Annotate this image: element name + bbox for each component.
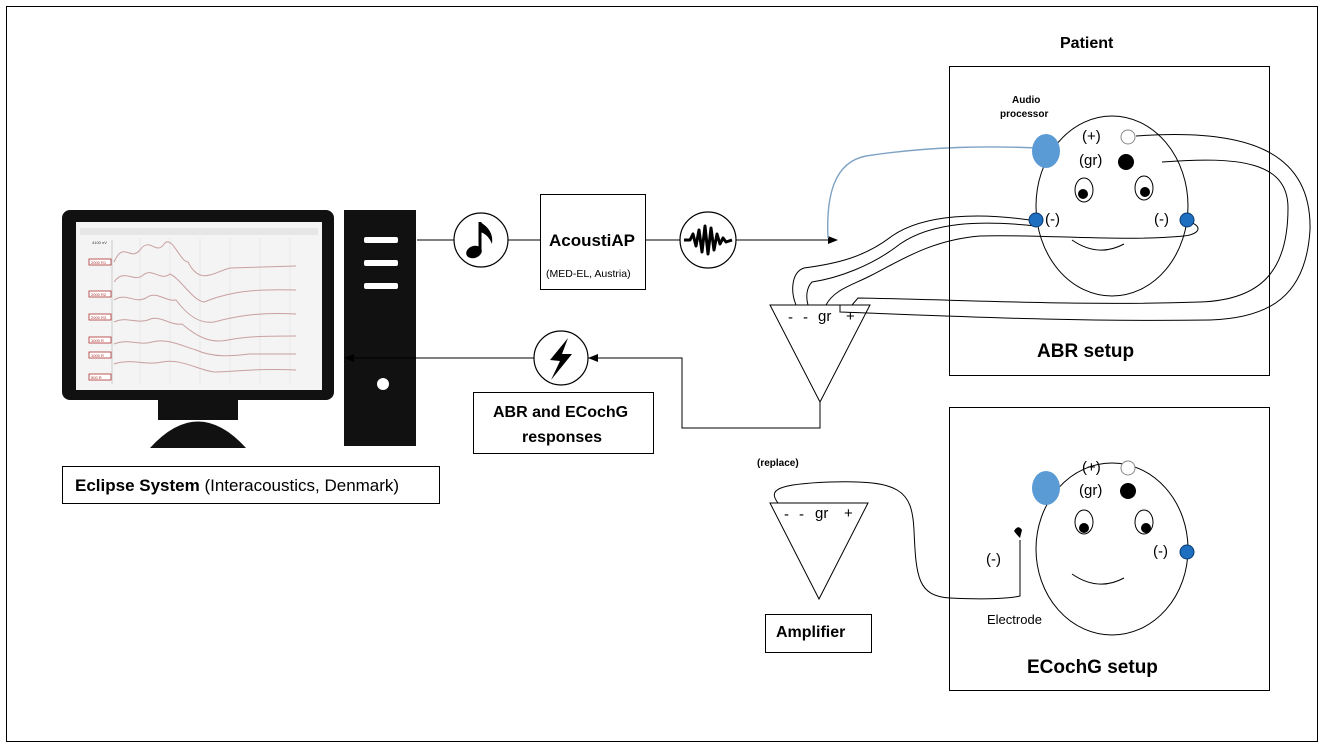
abr-setup-box [949, 66, 1270, 376]
amplitude-label: 4100 nV [92, 240, 107, 245]
acoustiap-maker: (MED-EL, Austria) [546, 268, 631, 280]
lightning-icon [533, 330, 589, 386]
ecochg-electrode-wire [773, 481, 1021, 600]
amplifier-triangle-bottom [769, 502, 869, 601]
amp-bottom-pin-minus-2: - [799, 506, 804, 523]
row-label: 2000 R2 [91, 292, 107, 297]
eclipse-system-maker: (Interacoustics, Denmark) [199, 476, 400, 495]
abr-gr-label: (gr) [1079, 152, 1103, 169]
monitor [62, 210, 334, 448]
amp-bottom-pin-gr: gr [815, 505, 829, 522]
audio-processor-label-2: processor [1000, 109, 1049, 120]
responses-box [473, 392, 654, 454]
responses-line-2: responses [522, 429, 603, 446]
figure-frame [6, 6, 1318, 742]
abr-plus-label: (+) [1082, 128, 1101, 145]
abr-setup-title: ABR setup [1037, 341, 1135, 362]
ecochg-setup-box [949, 407, 1270, 691]
row-label: 2000 R3 [91, 315, 107, 320]
connection-wires [348, 239, 836, 429]
amplifier-triangle-top [769, 304, 871, 404]
row-label: 500 R [91, 375, 102, 380]
responses-line-1: ABR and ECochG [493, 404, 629, 421]
amp-bottom-pin-plus: + [844, 505, 853, 522]
abr-electrodes [1028, 129, 1195, 228]
eclipse-system-label: Eclipse System (Interacoustics, Denmark) [75, 476, 399, 496]
amplifier-box [765, 614, 872, 653]
waveform-icon [679, 211, 737, 269]
amp-top-pin-gr: gr [818, 308, 832, 325]
replace-label: (replace) [757, 458, 799, 469]
amp-bottom-pin-minus-1: - [784, 506, 789, 523]
amp-top-pin-plus: + [846, 308, 855, 325]
computer-tower [344, 210, 416, 446]
ecochg-setup-title: ECochG setup [1027, 657, 1158, 678]
ecochg-minus-left-label: (-) [986, 551, 1001, 568]
amplifier-label: Amplifier [776, 624, 846, 641]
abr-electrode-wires [792, 133, 1311, 321]
ecochg-gr-label: (gr) [1079, 482, 1103, 499]
ecochg-head [1035, 462, 1189, 636]
eclipse-system-name: Eclipse System [75, 476, 200, 495]
abr-head [1035, 115, 1189, 297]
amp-top-pin-minus-1: - [788, 309, 793, 326]
audio-processor-label-1: Audio [1012, 95, 1041, 106]
arrowheads [344, 236, 838, 362]
abr-minus-right-label: (-) [1154, 211, 1169, 228]
patient-label: Patient [1060, 35, 1114, 52]
row-label: 1000 R [91, 353, 104, 358]
ecochg-minus-right-label: (-) [1153, 543, 1168, 560]
abr-minus-left-label: (-) [1045, 211, 1060, 228]
waveform-screen: 2000 R1 2000 R2 2000 R3 1000 R 1000 R 50… [80, 228, 318, 384]
row-label: 2000 R1 [91, 260, 107, 265]
acoustiap-box [540, 194, 646, 290]
eclipse-system-box [62, 466, 440, 504]
music-note-icon [453, 212, 509, 268]
ecochg-electrodes [1014, 460, 1195, 560]
electrode-label: Electrode [987, 612, 1042, 627]
acoustiap-name: AcoustiAP [549, 231, 635, 250]
ecochg-plus-label: (+) [1082, 459, 1101, 476]
amp-top-pin-minus-2: - [803, 309, 808, 326]
audio-processor-wire [827, 146, 1041, 239]
row-label: 1000 R [91, 338, 104, 343]
